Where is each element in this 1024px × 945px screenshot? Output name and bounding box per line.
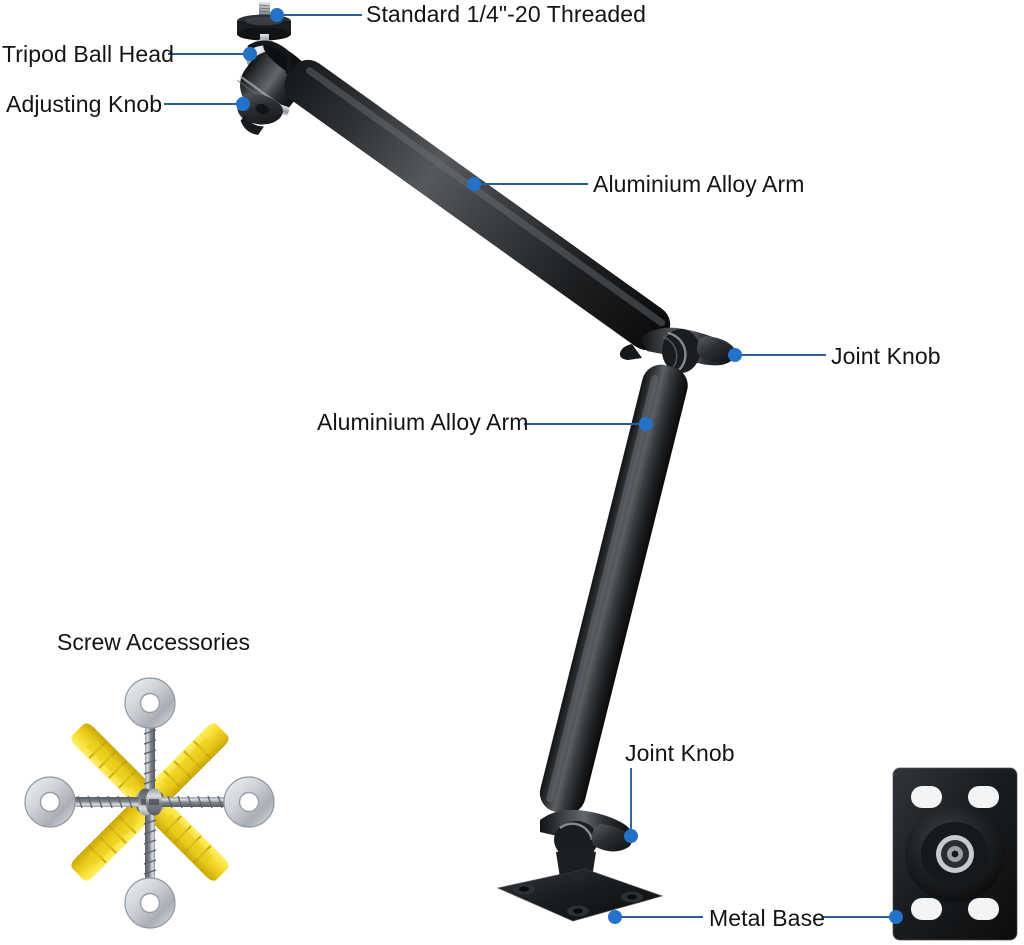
- callout-dot-joint-knob-upper: [728, 348, 742, 362]
- callout-dot-adjusting-knob: [236, 97, 250, 111]
- middle-joint-assembly: [619, 327, 736, 373]
- callout-leaders: [164, 14, 896, 918]
- callout-label-adjusting-knob: Adjusting Knob: [6, 91, 163, 117]
- washer: [124, 877, 176, 929]
- washer: [24, 776, 76, 828]
- callout-dot-metal-base-left: [608, 910, 622, 924]
- callout-label-upper-arm: Aluminium Alloy Arm: [593, 171, 805, 197]
- wall-anchor: [150, 723, 229, 802]
- screw: [146, 788, 244, 816]
- wall-anchor: [71, 723, 150, 802]
- callout-dot-upper-arm: [467, 177, 481, 191]
- screws: [56, 708, 244, 896]
- callout-dots: [236, 8, 903, 924]
- screw-accessories-group: [24, 677, 275, 929]
- callout-label-metal-base: Metal Base: [709, 905, 826, 931]
- metal-base-plate: [496, 868, 664, 922]
- wall-anchor: [71, 802, 150, 881]
- callout-label-joint-knob-lower: Joint Knob: [625, 740, 735, 766]
- washer: [223, 776, 275, 828]
- detached-metal-base: [892, 767, 1018, 941]
- callout-dot-joint-knob-lower: [624, 829, 638, 843]
- screw-accessories-title: Screw Accessories: [57, 629, 251, 655]
- ball-cradle: [247, 40, 293, 75]
- callout-label-standard-thread: Standard 1/4"-20 Threaded: [366, 1, 647, 27]
- wall-anchors: [71, 723, 229, 881]
- base-mounting-slots: [911, 786, 999, 920]
- wall-anchor: [150, 802, 229, 881]
- callout-dot-tripod-ball-head: [243, 47, 257, 61]
- callout-label-joint-knob-upper: Joint Knob: [831, 343, 941, 369]
- lower-joint-and-base: [496, 809, 664, 922]
- lower-aluminium-arm: [539, 364, 688, 815]
- callout-dot-standard-thread: [270, 8, 284, 22]
- washers: [24, 677, 275, 929]
- upper-aluminium-arm: [284, 59, 671, 350]
- base-plate-screw-holes: [513, 871, 643, 917]
- callout-dot-metal-base-right: [889, 910, 903, 924]
- washer: [124, 677, 176, 729]
- callout-label-tripod-ball-head: Tripod Ball Head: [2, 41, 175, 67]
- callout-dot-lower-arm: [639, 417, 653, 431]
- callout-label-lower-arm: Aluminium Alloy Arm: [317, 409, 529, 435]
